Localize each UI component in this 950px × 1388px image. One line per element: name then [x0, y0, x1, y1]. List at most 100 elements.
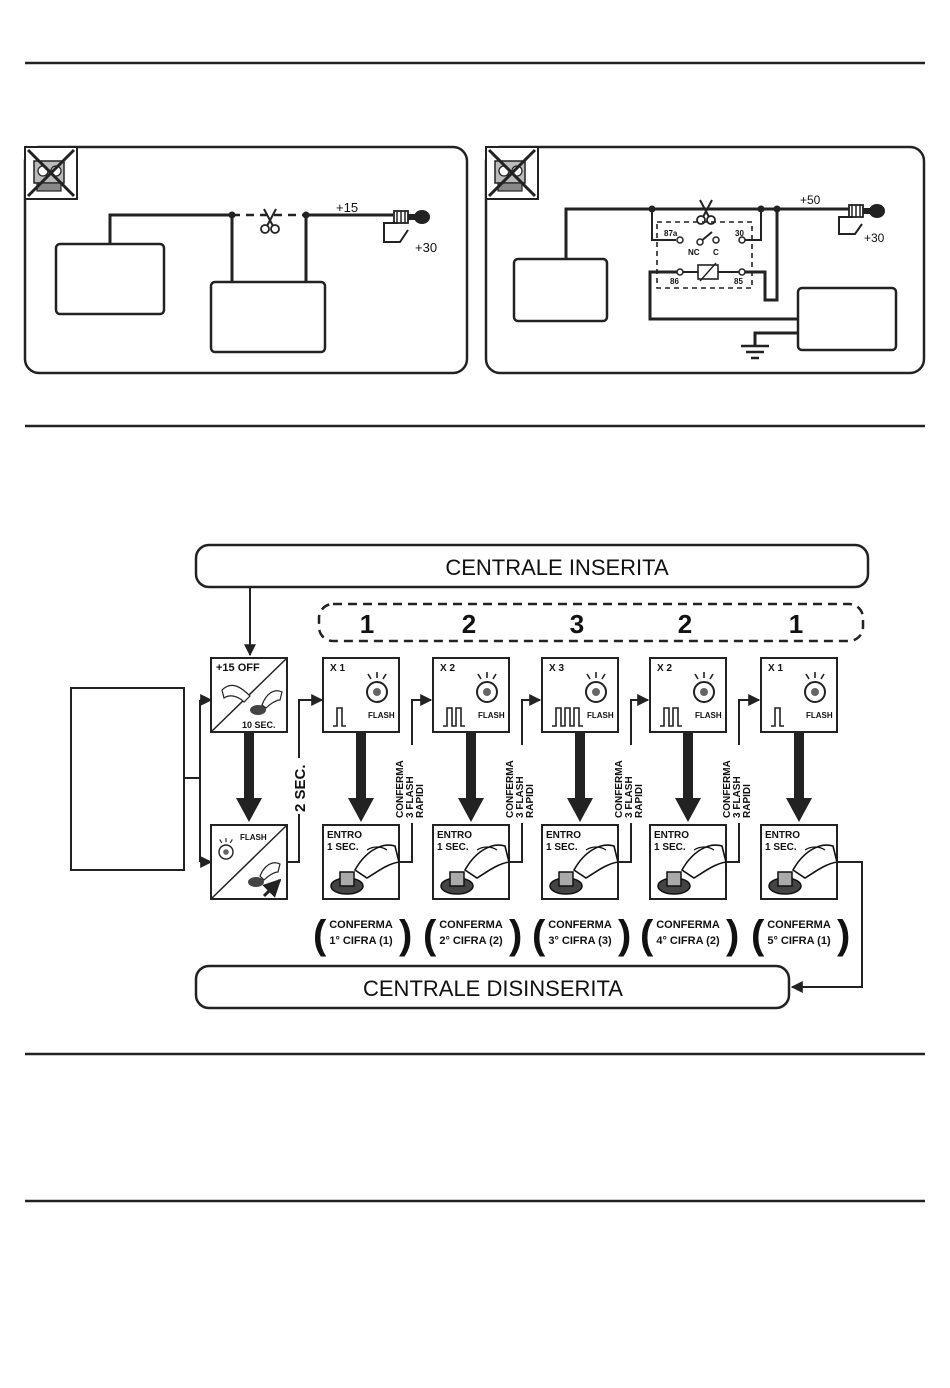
down-arrow-icon [236, 733, 262, 822]
rapid-confirm-label: RAPIDI [525, 784, 536, 818]
down-arrow-icon [348, 733, 374, 822]
confirm-label: CONFERMA [656, 919, 720, 931]
bottom-banner-label: CENTRALE DISINSERITA [363, 976, 623, 1001]
hand-key-icon [221, 684, 251, 703]
enter-label: ENTRO [546, 830, 581, 841]
flash-count-label: X 2 [440, 663, 455, 674]
enter-label: ENTRO [327, 830, 362, 841]
relay-87a-label: 87a [664, 229, 678, 238]
relay-c-label: C [713, 248, 719, 257]
flash-lamp-icon [366, 671, 388, 703]
enter-seconds-label: 1 SEC. [546, 842, 578, 853]
pulse-train-icon [333, 707, 346, 727]
enter-seconds-label: 1 SEC. [437, 842, 469, 853]
flash-count-label: X 2 [657, 663, 672, 674]
flash-count-box [322, 657, 400, 733]
open-paren-mark: ( [751, 913, 765, 957]
code-digits-strip [317, 602, 865, 643]
flash-label: FLASH [587, 711, 614, 720]
control-unit-box [70, 687, 185, 871]
down-arrow-icon [786, 733, 812, 822]
wiring-diagram-left: +15 +30 [23, 145, 469, 375]
close-paren-mark: ) [837, 913, 850, 957]
pulse-train-icon [771, 707, 784, 727]
down-arrow-icon [458, 733, 484, 822]
ignition-off-label: +15 OFF [216, 662, 260, 674]
rapid-confirm-label: RAPIDI [634, 784, 645, 818]
rapid-confirm-label: 3 FLASH [732, 776, 743, 818]
flash-label: FLASH [478, 711, 505, 720]
wait-two-seconds-label: 2 SEC. [292, 764, 309, 812]
ignition-key-icon [848, 203, 886, 219]
relay-30-label: 30 [735, 229, 744, 238]
flash-label: FLASH [695, 711, 722, 720]
release-button-icon [259, 862, 281, 881]
enter-seconds-label: 1 SEC. [327, 842, 359, 853]
close-paren-mark: ) [618, 913, 631, 957]
open-paren-mark: ( [532, 913, 546, 957]
cut-wire-icon [260, 208, 280, 234]
rapid-confirm-label: CONFERMA [395, 760, 406, 818]
open-paren-mark: ( [313, 913, 327, 957]
close-paren-mark: ) [509, 913, 522, 957]
flash-count-label: X 3 [549, 663, 564, 674]
flash-count-label: X 1 [768, 663, 783, 674]
confirm-label: CONFERMA [548, 919, 612, 931]
code-digit: 1 [360, 609, 374, 639]
pulse-train-icon [443, 707, 465, 727]
confirm-digit-label: 5° CIFRA (1) [767, 935, 831, 947]
push-button-icon [261, 690, 283, 709]
code-digit: 1 [789, 609, 803, 639]
confirm-digit-label: 4° CIFRA (2) [656, 935, 720, 947]
ignition-off-panel: +15 OFF 10 SEC. [210, 657, 288, 733]
enter-seconds-label: 1 SEC. [765, 842, 797, 853]
flash-panel: FLASH [210, 824, 288, 900]
cut-wire-icon [696, 199, 716, 225]
flash-lamp-icon [693, 671, 715, 703]
confirm-label: CONFERMA [439, 919, 503, 931]
flash-label: FLASH [240, 833, 267, 842]
relay-86-label: 86 [670, 277, 679, 286]
close-paren-mark: ) [726, 913, 739, 957]
confirm-digit-label: 2° CIFRA (2) [439, 935, 503, 947]
enter-seconds-label: 1 SEC. [654, 842, 686, 853]
vehicle-unit-box [209, 280, 327, 354]
control-unit-box [54, 242, 166, 316]
rapid-confirm-label: CONFERMA [505, 760, 516, 818]
flash-label: FLASH [806, 711, 833, 720]
code-digit: 2 [678, 609, 692, 639]
rapid-confirm-label: 3 FLASH [515, 776, 526, 818]
enter-label: ENTRO [437, 830, 472, 841]
rapid-confirm-label: CONFERMA [722, 760, 733, 818]
engine-disabled-icon [484, 145, 540, 201]
pulse-train-icon [552, 707, 583, 727]
rapid-confirm-label: CONFERMA [614, 760, 625, 818]
confirm-label: CONFERMA [329, 919, 393, 931]
rapid-confirm-label: RAPIDI [742, 784, 753, 818]
plus30-label: +30 [415, 240, 437, 255]
flash-lamp-icon [585, 671, 607, 703]
plus50-label: +50 [800, 193, 821, 207]
flash-count-label: X 1 [330, 663, 345, 674]
down-arrow-icon [675, 733, 701, 822]
flash-lamp-icon [218, 837, 234, 860]
confirm-label: CONFERMA [767, 919, 831, 931]
pulse-train-icon [660, 707, 682, 727]
code-digit: 3 [570, 609, 584, 639]
bottom-banner [194, 964, 791, 1010]
flash-lamp-icon [476, 671, 498, 703]
wiring-diagram-right: +50 +30 87a 30 NC C 86 85 [484, 145, 926, 375]
flash-lamp-icon [804, 671, 826, 703]
open-paren-mark: ( [423, 913, 437, 957]
open-paren-mark: ( [640, 913, 654, 957]
control-unit-box [512, 257, 609, 323]
engine-disabled-icon [23, 145, 79, 201]
rapid-confirm-label: 3 FLASH [624, 776, 635, 818]
